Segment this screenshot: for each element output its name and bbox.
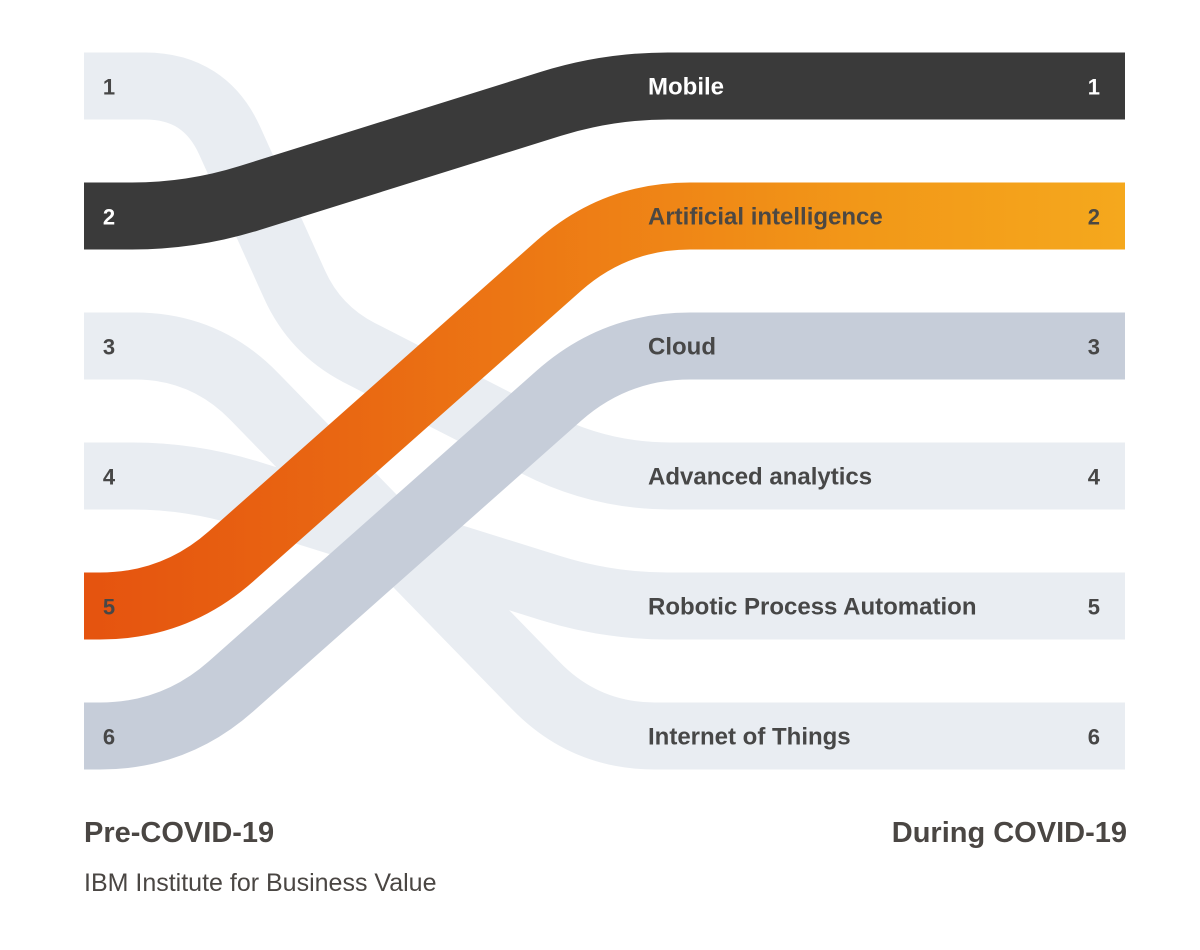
right-rank-number-3: 3: [1088, 334, 1100, 359]
right-rank-number-4: 4: [1088, 464, 1101, 489]
left-axis-label: Pre-COVID-19: [84, 817, 275, 849]
right-rank-number-1: 1: [1088, 74, 1100, 99]
flow-band-advanced-analytics: [84, 52, 1125, 510]
left-rank-number-1: 1: [103, 74, 115, 99]
left-rank-number-6: 6: [103, 724, 115, 749]
bar-label-mobile: Mobile: [648, 73, 724, 100]
right-axis-label: During COVID-19: [891, 817, 1127, 849]
bar-label-cloud: Cloud: [648, 333, 716, 360]
bar-label-artificial-intelligence: Artificial intelligence: [648, 203, 883, 230]
bar-label-robotic-process-automation: Robotic Process Automation: [648, 593, 976, 620]
left-rank-number-4: 4: [103, 464, 116, 489]
flow-band-cloud: [84, 312, 1125, 770]
right-rank-number-6: 6: [1088, 724, 1100, 749]
flow-band-artificial-intelligence: [84, 182, 1125, 640]
source-credit: IBM Institute for Business Value: [84, 869, 437, 897]
left-rank-number-2: 2: [103, 204, 115, 229]
right-rank-number-2: 2: [1088, 204, 1100, 229]
left-rank-number-3: 3: [103, 334, 115, 359]
bar-label-advanced-analytics: Advanced analytics: [648, 463, 872, 490]
right-rank-number-5: 5: [1088, 594, 1100, 619]
flow-band-mobile: [84, 52, 1125, 250]
bar-label-internet-of-things: Internet of Things: [648, 723, 851, 750]
left-rank-number-5: 5: [103, 594, 115, 619]
